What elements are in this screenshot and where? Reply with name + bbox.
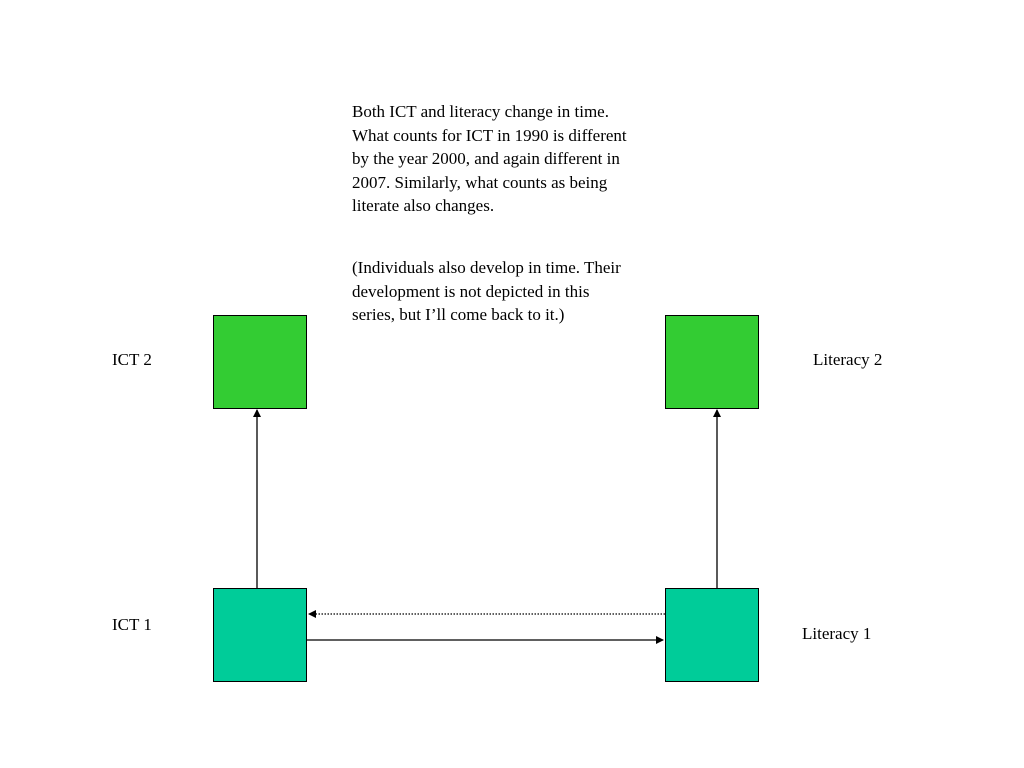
ict1-box [213, 588, 307, 682]
literacy2-box [665, 315, 759, 409]
literacy1-box [665, 588, 759, 682]
literacy1-label: Literacy 1 [802, 624, 872, 643]
literacy2-label: Literacy 2 [813, 350, 883, 369]
ict2-label: ICT 2 [112, 350, 152, 369]
note-paragraph: (Individuals also develop in time. Their… [352, 258, 621, 325]
ict1-label: ICT 1 [112, 615, 152, 634]
ict2-box [213, 315, 307, 409]
description-paragraph: Both ICT and literacy change in time. Wh… [352, 102, 627, 216]
